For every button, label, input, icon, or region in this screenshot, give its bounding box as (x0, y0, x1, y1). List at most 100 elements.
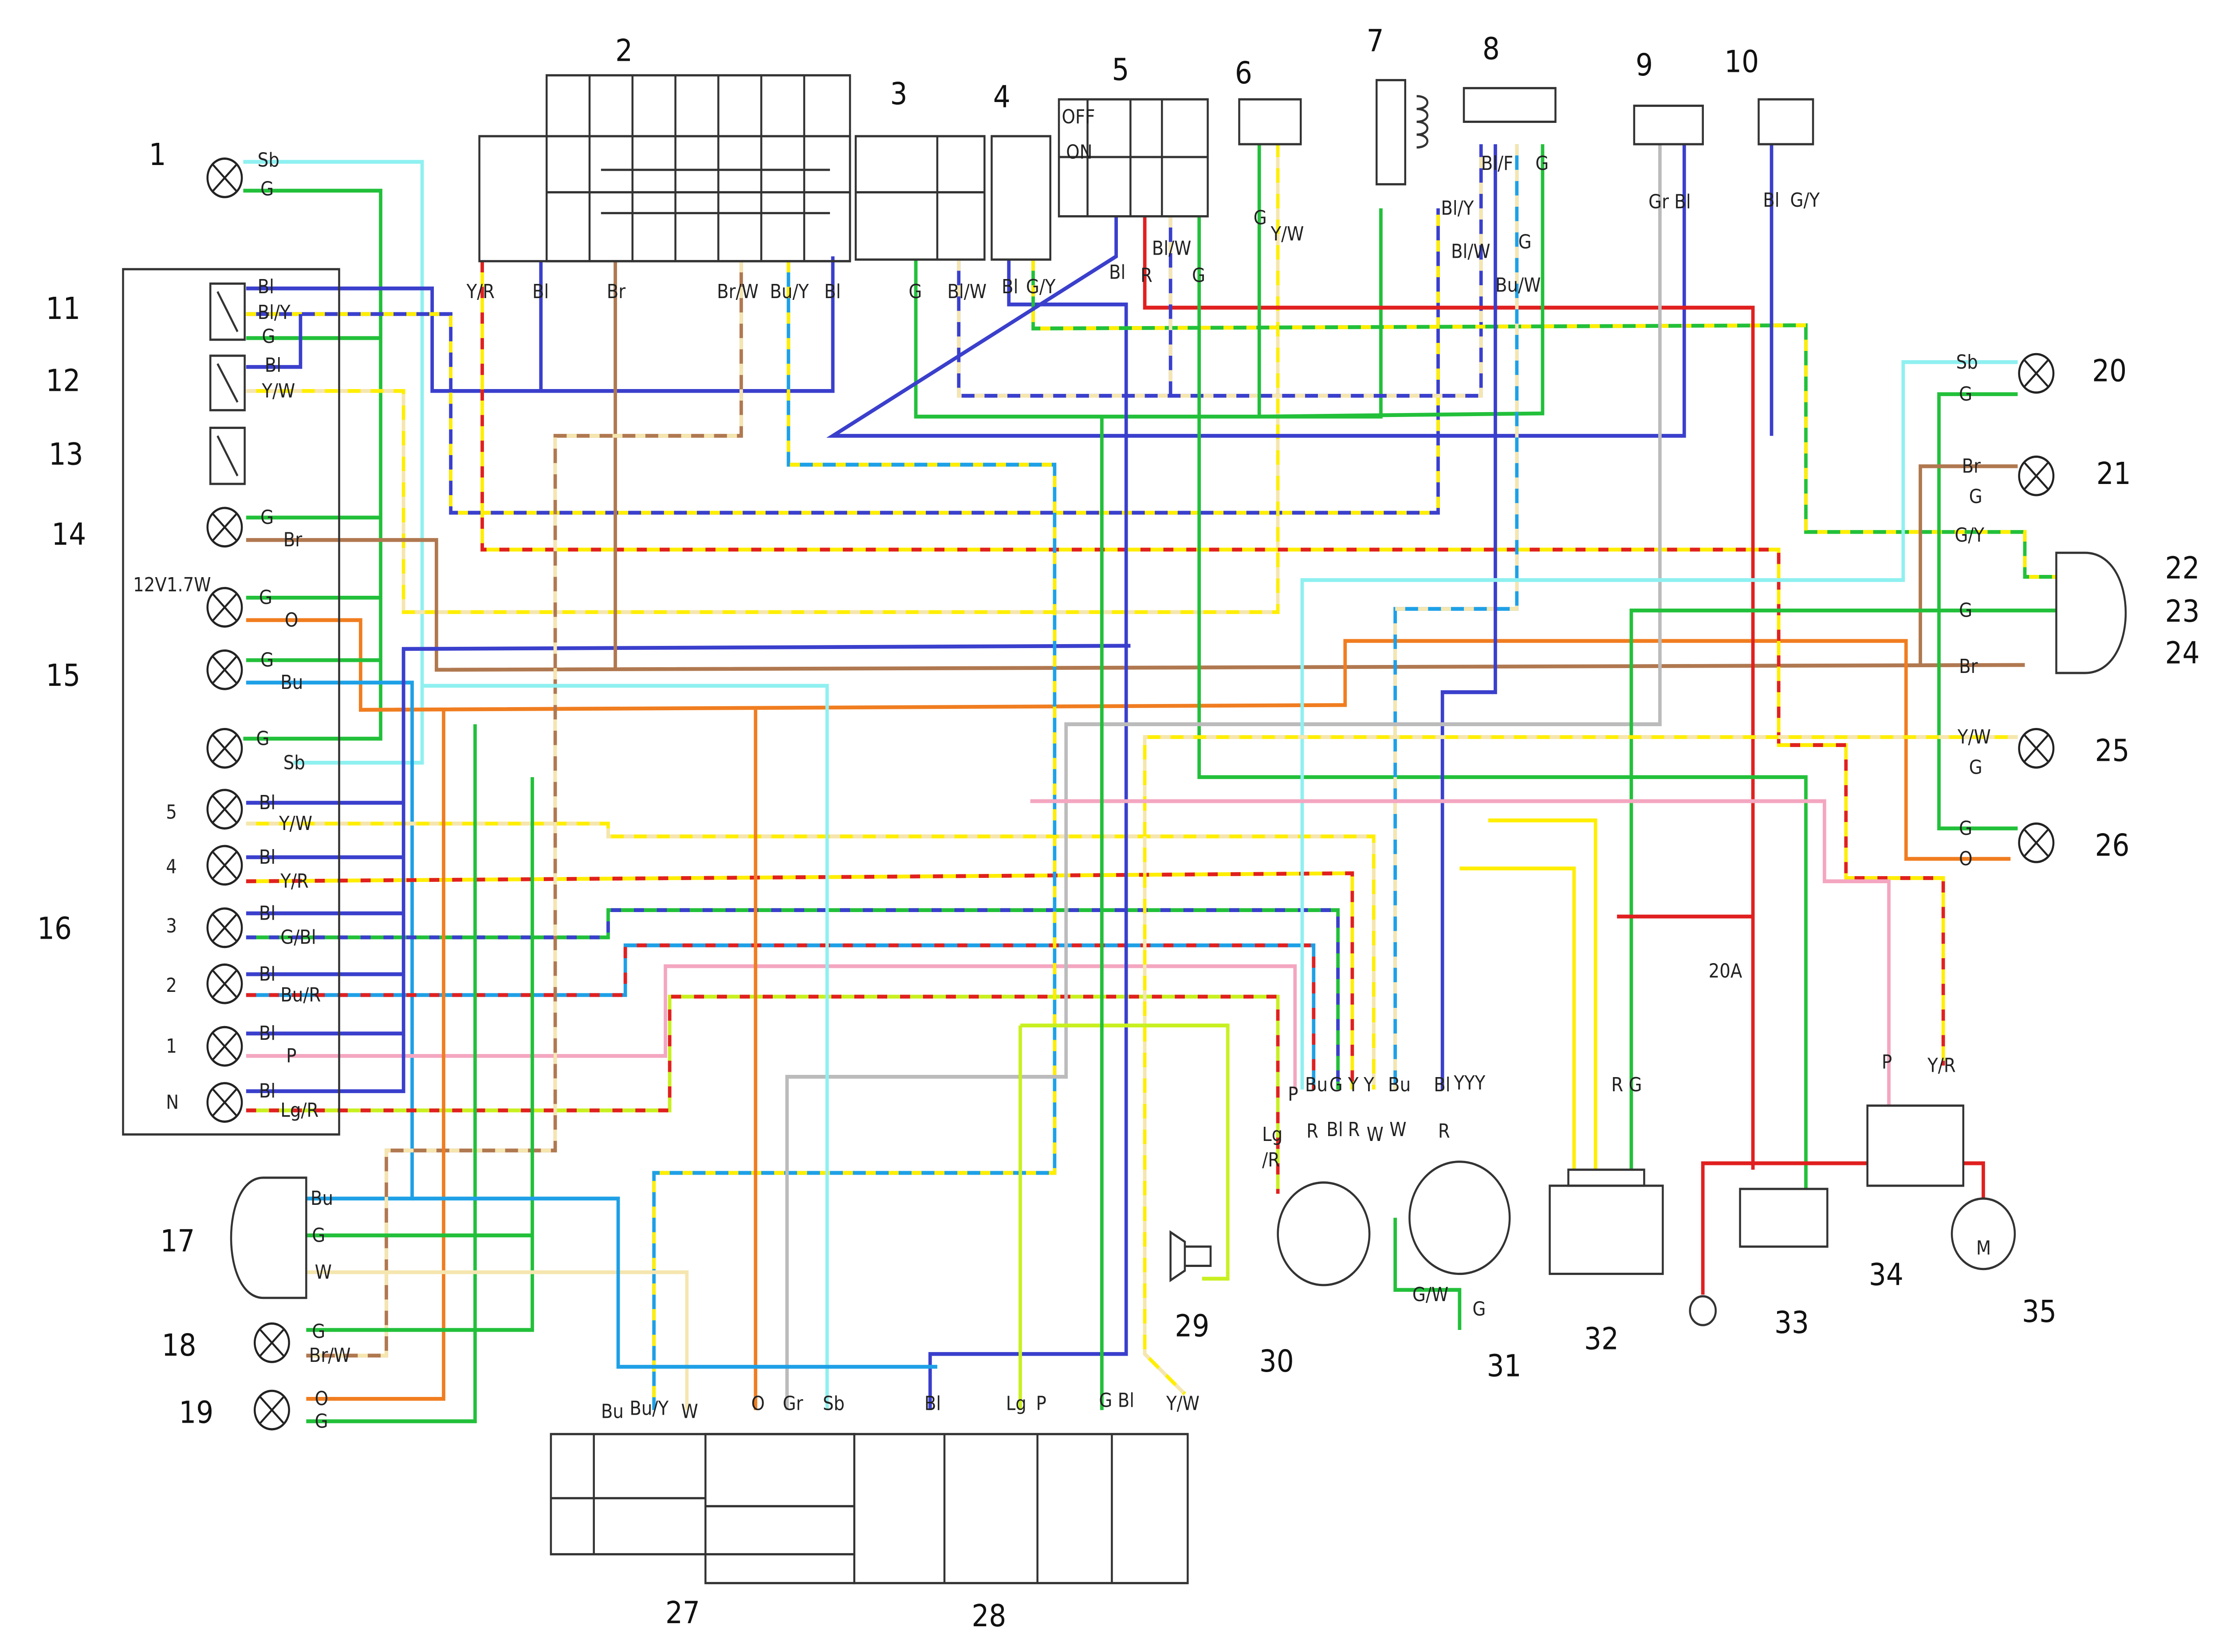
wire-label: Bl (259, 902, 275, 924)
wire-label: Bl (258, 275, 274, 298)
ignition-pickup-30 (1277, 1181, 1371, 1286)
wire-bl (246, 256, 835, 393)
wire-label: Bl (265, 354, 281, 377)
handlebar-switch-27-lower (704, 1433, 856, 1585)
wire-label: Bu (280, 671, 303, 694)
wire-label: Sb (283, 751, 305, 774)
wire-label: Bl (532, 280, 549, 303)
wire-label: 20A (1709, 960, 1742, 982)
wire-label: Bu (601, 1400, 624, 1423)
wire-g (1393, 1218, 1462, 1330)
wire-label: G/Bl (280, 926, 316, 948)
wire-g (306, 777, 534, 1332)
wire-label: G (1192, 264, 1205, 287)
components (122, 74, 2127, 1585)
component-number: 5 (1112, 52, 1129, 87)
wire-label: Bu (1388, 1074, 1411, 1096)
wire-label: 4 (166, 855, 177, 878)
wire-label: G/Y (1790, 189, 1820, 212)
wire-label: Lg/R (280, 1099, 319, 1122)
component-number: 2 (615, 33, 633, 68)
wire-label: G (1535, 152, 1549, 175)
component-number: 30 (1259, 1344, 1294, 1379)
wire-r (1701, 1161, 1868, 1295)
cdi-unit-32-tab (1567, 1168, 1645, 1187)
wire-lg (1020, 1023, 1230, 1281)
wire-br (1919, 464, 2018, 665)
wire-y (1488, 818, 1597, 1170)
wire-label: Bl (924, 1392, 941, 1415)
wire-y-w (246, 822, 1376, 1090)
component-number: 25 (2095, 733, 2130, 768)
wire-label: P (1288, 1083, 1298, 1105)
wire-label: G (1959, 599, 1972, 622)
wire-g (914, 208, 1383, 419)
ground-terminal (1689, 1295, 1717, 1326)
wire-label: Bu/W (1495, 274, 1541, 296)
switch-contact (216, 291, 239, 332)
component-number: 26 (2095, 828, 2130, 863)
wire-br-w (306, 261, 743, 1358)
wire-label: G/W (1412, 1283, 1448, 1306)
switch-contact (216, 363, 239, 403)
wire-label: G/Y (1026, 275, 1056, 298)
lamp-icon (253, 1389, 290, 1431)
wire-label: Bl (1326, 1118, 1343, 1141)
component-number: 10 (1724, 44, 1759, 79)
starter-motor-35 (1951, 1197, 2016, 1270)
wire-label: O (1959, 847, 1972, 870)
wire-label: Br (1962, 455, 1981, 477)
wire-label: 12V1.7W (133, 574, 211, 596)
wire-stripe (306, 261, 743, 1358)
wire-g-y (1031, 260, 2057, 579)
wire-label: Bl (259, 1022, 275, 1045)
wire-bl-w (957, 144, 1483, 398)
wire-sb (243, 160, 424, 765)
component-number: 11 (46, 291, 80, 326)
wire-label: G (1969, 756, 1982, 779)
wire-label: P (1036, 1392, 1046, 1415)
wire-label: Br (607, 280, 626, 303)
wire-label: Y (1348, 1074, 1359, 1096)
wire-label: Bl (1434, 1074, 1450, 1096)
starter-relay-34 (1866, 1104, 1965, 1187)
wire-label: Y/W (1270, 223, 1304, 245)
wire-stripe (1393, 144, 1519, 1090)
wire-sb (422, 684, 829, 1410)
wire-label: G (260, 506, 274, 529)
wire-w (306, 1270, 689, 1410)
wire-y-w (246, 144, 1280, 614)
wire-label: Br/W (309, 1344, 351, 1367)
switch-11 (209, 282, 246, 341)
wire-g (1197, 216, 1808, 1189)
wire-label: Br (1959, 655, 1978, 678)
lamp-icon (206, 845, 243, 886)
wire-o (306, 710, 445, 1401)
wire-bl (826, 144, 1686, 438)
wire-label: Bl (259, 846, 275, 869)
wire-label: OFF (1062, 106, 1095, 128)
wire-stripe (246, 995, 1280, 1194)
wire-bl (246, 314, 303, 369)
lamp-icon (2018, 455, 2055, 496)
wire-label: YYY (1453, 1072, 1486, 1094)
lamp-icon (2018, 353, 2055, 394)
wire-label: G (1254, 207, 1267, 229)
combination-switch-2 (478, 135, 851, 263)
lamp-icon (2018, 822, 2055, 863)
wires (243, 144, 2057, 1424)
wire-label: 2 (166, 974, 177, 997)
wire-label: N (166, 1091, 179, 1113)
wire-label: W (681, 1400, 698, 1423)
component-number: 18 (162, 1328, 197, 1363)
wire-label: Bl (259, 1080, 275, 1102)
lamp-icon (206, 789, 243, 830)
wire-stripe (652, 261, 1057, 1410)
wire-label: G (312, 1224, 325, 1247)
indicator-panel (122, 268, 340, 1136)
wire-bu (412, 1196, 937, 1369)
wire-o (246, 618, 2011, 861)
wire-label: Bl/F (1481, 152, 1514, 175)
component-number: 24 (2165, 636, 2200, 671)
